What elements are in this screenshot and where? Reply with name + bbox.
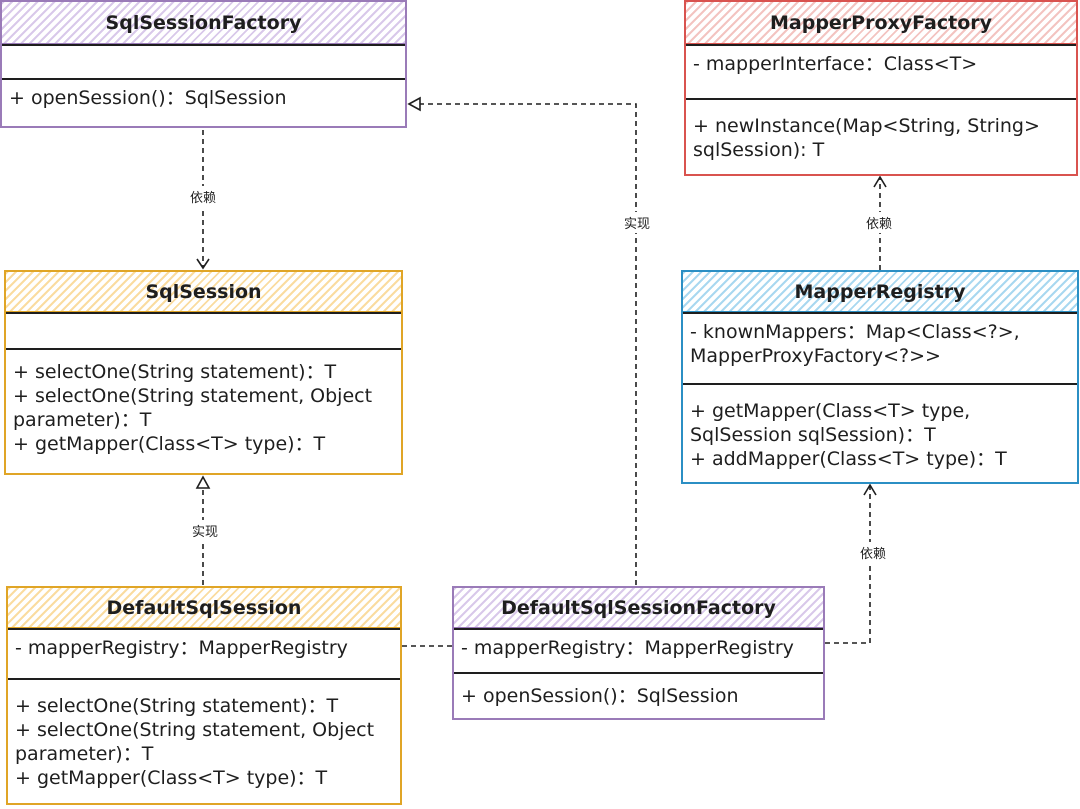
method: + selectOne(String statement, Object par… — [13, 385, 373, 431]
method: + selectOne(String statement)：T — [15, 695, 339, 717]
class-sql-session-factory: SqlSessionFactory + openSession()：SqlSes… — [0, 0, 407, 128]
method: + selectOne(String statement, Object par… — [15, 719, 375, 765]
method: + openSession()：SqlSession — [461, 685, 739, 707]
methods-section: + openSession()：SqlSession — [454, 672, 823, 714]
method: + selectOne(String statement)：T — [13, 361, 337, 383]
attributes-section — [6, 312, 401, 348]
dependency-label: 依赖 — [858, 542, 889, 563]
attributes-section — [2, 44, 405, 78]
method: + openSession()：SqlSession — [9, 87, 287, 109]
attribute: - mapperRegistry：MapperRegistry — [461, 637, 794, 659]
dependency-label: 依赖 — [864, 212, 895, 233]
methods-section: + getMapper(Class<T> type, SqlSession sq… — [683, 383, 1077, 477]
realization-label: 实现 — [190, 520, 221, 541]
method: + getMapper(Class<T> type)：T — [13, 433, 326, 455]
attributes-section: - mapperInterface：Class<T> — [686, 44, 1076, 98]
class-name: SqlSessionFactory — [2, 2, 405, 44]
class-mapper-proxy-factory: MapperProxyFactory - mapperInterface：Cla… — [684, 0, 1078, 176]
class-default-sql-session-factory: DefaultSqlSessionFactory - mapperRegistr… — [452, 586, 825, 720]
method: + getMapper(Class<T> type)：T — [15, 767, 328, 789]
methods-section: + selectOne(String statement)：T + select… — [8, 678, 400, 796]
hollow-arrowhead-session — [195, 475, 211, 489]
realization-line-default-factory — [410, 103, 637, 585]
method: + newInstance(Map<String, String> sqlSes… — [693, 115, 1040, 161]
attributes-section: - knownMappers：Map<Class<?>, MapperProxy… — [683, 312, 1077, 383]
attributes-section: - mapperRegistry：MapperRegistry — [8, 628, 400, 678]
attribute: - mapperInterface：Class<T> — [693, 53, 978, 75]
attribute: - mapperRegistry：MapperRegistry — [15, 637, 348, 659]
methods-section: + newInstance(Map<String, String> sqlSes… — [686, 98, 1076, 168]
class-sql-session: SqlSession + selectOne(String statement)… — [4, 270, 403, 475]
class-name: MapperProxyFactory — [686, 2, 1076, 44]
method: + getMapper(Class<T> type, SqlSession sq… — [690, 400, 971, 446]
method: + addMapper(Class<T> type)：T — [690, 448, 1007, 470]
attribute: - knownMappers：Map<Class<?>, MapperProxy… — [690, 321, 1020, 367]
realization-label: 实现 — [622, 212, 653, 233]
open-arrowhead-registry — [863, 483, 877, 496]
class-name: DefaultSqlSessionFactory — [454, 588, 823, 628]
class-name: MapperRegistry — [683, 272, 1077, 312]
methods-section: + openSession()：SqlSession — [2, 78, 405, 116]
class-name: DefaultSqlSession — [8, 588, 400, 628]
class-name: SqlSession — [6, 272, 401, 312]
open-arrowhead-session — [196, 258, 210, 270]
attributes-section: - mapperRegistry：MapperRegistry — [454, 628, 823, 672]
dependency-line-factory-registry — [825, 485, 871, 644]
methods-section: + selectOne(String statement)：T + select… — [6, 348, 401, 462]
class-default-sql-session: DefaultSqlSession - mapperRegistry：Mappe… — [6, 586, 402, 805]
hollow-arrowhead-factory — [407, 96, 421, 112]
class-mapper-registry: MapperRegistry - knownMappers：Map<Class<… — [681, 270, 1079, 484]
dependency-label: 依赖 — [188, 186, 219, 207]
open-arrowhead-proxy — [873, 175, 887, 188]
